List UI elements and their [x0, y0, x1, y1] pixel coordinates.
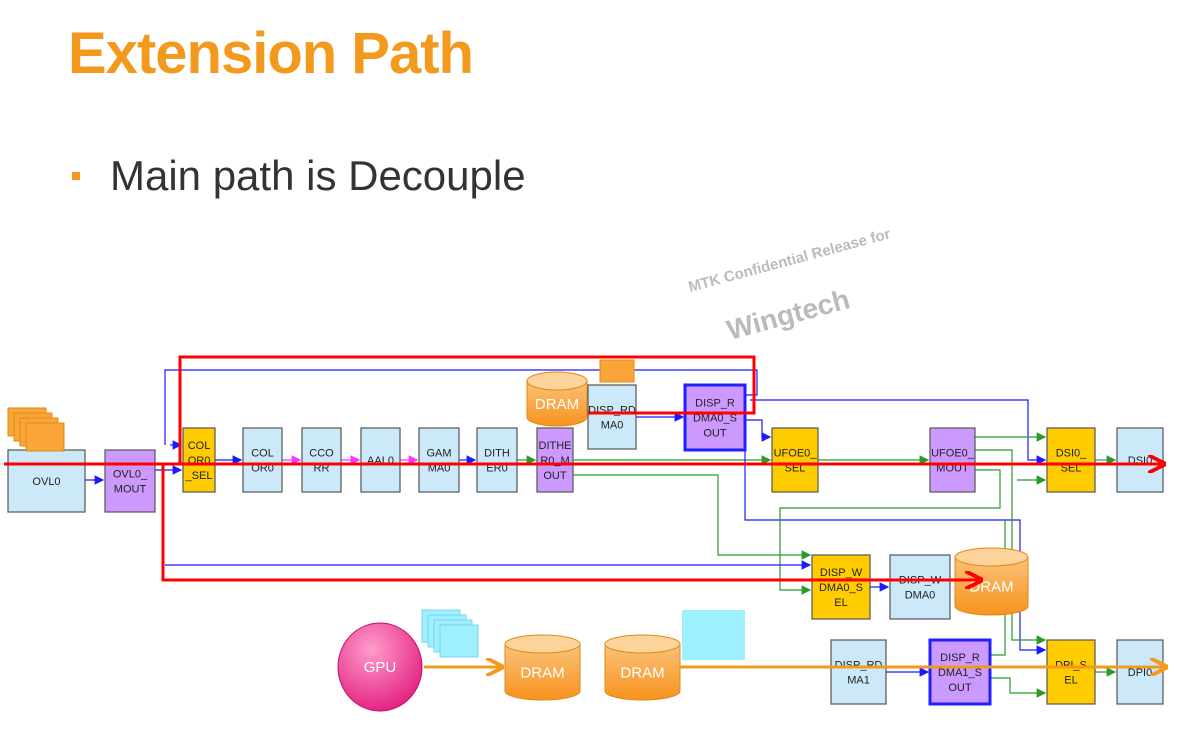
decouple-path-loop — [178, 355, 756, 464]
wire — [573, 474, 812, 560]
block-dpi0: DPI0 — [1116, 639, 1164, 705]
block-label: OUT — [703, 428, 727, 440]
wire — [745, 419, 772, 442]
block-label: DPI0 — [1128, 667, 1152, 679]
block-label: DSI0_ — [1056, 448, 1087, 460]
dram-cylinder: DRAM — [504, 634, 581, 701]
block-label: GAM — [426, 448, 451, 460]
block-label: CCO — [309, 448, 334, 460]
wire — [750, 399, 1047, 465]
highlighted-paths — [4, 355, 1165, 667]
block-aal0: AAL0 — [360, 427, 401, 493]
block-label: OUT — [948, 682, 972, 694]
block-label: DISP_RD — [588, 405, 636, 417]
block-ufoe0-sel: UFOE0_SEL — [771, 427, 819, 493]
block-dsi0-sel: DSI0_SEL — [1046, 427, 1096, 493]
buffer-icon — [682, 610, 745, 660]
block-disp-rdma0: DISP_RD MA0 — [587, 384, 637, 450]
layer-stack-icon — [7, 407, 65, 452]
block-disp-rdma1-sout: DISP_R DMA1_S OUT — [928, 638, 992, 706]
dram-label: DRAM — [620, 665, 664, 682]
block-label: UFOE0_ — [774, 448, 818, 460]
decouple-wdma-path — [4, 462, 980, 580]
block-label: _SEL — [185, 470, 213, 482]
block-label: OVL0_ — [113, 469, 148, 481]
buffer-icon — [599, 359, 635, 383]
bullet-item: Main path is Decouple — [72, 152, 526, 200]
layer-stack-icon — [421, 609, 479, 658]
block-label: COL — [251, 448, 274, 460]
wire — [744, 440, 1047, 655]
block-label: DISP_W — [820, 567, 863, 579]
wire — [990, 677, 1047, 698]
wire — [779, 469, 1001, 595]
dram-cylinder: DRAM — [604, 634, 681, 701]
block-label: EL — [834, 597, 847, 609]
dram-label: DRAM — [520, 665, 564, 682]
block-label: DISP_R — [940, 652, 980, 664]
wire — [975, 449, 1047, 645]
block-label: DMA0 — [905, 590, 936, 602]
block-label: OUT — [543, 470, 567, 482]
block-label: DMA1_S — [938, 667, 982, 679]
block-label: COL — [188, 440, 211, 452]
watermark-text: MTK Confidential Release for — [687, 225, 893, 295]
block-label: DITHE — [539, 440, 572, 452]
block-label: DMA0_S — [693, 413, 737, 425]
dram-label: DRAM — [535, 396, 579, 413]
block-disp-rdma0-sout: DISP_R DMA0_S OUT — [683, 383, 747, 452]
block-ovl0-mout: OVL0_ MOUT — [104, 449, 156, 513]
gpu-node: GPU — [337, 622, 423, 712]
gpu-label: GPU — [364, 659, 397, 676]
block-label: OVL0 — [32, 476, 60, 488]
block-ovl0: OVL0 — [7, 449, 86, 513]
block-label: DMA0_S — [819, 582, 863, 594]
block-ufoe0-mout: UFOE0_MOUT — [929, 427, 976, 493]
block-label: MA0 — [601, 420, 624, 432]
bullet-marker — [72, 172, 80, 180]
block-disp-wdma0-sel: DISP_W DMA0_S EL — [811, 554, 871, 620]
connection-wires — [85, 369, 1117, 698]
watermark-text: Wingtech — [724, 283, 853, 345]
block-label: DISP_R — [695, 398, 735, 410]
block-dsi0: DSI0 — [1116, 427, 1164, 493]
block-label: DITH — [484, 448, 510, 460]
slide-title: Extension Path — [68, 21, 474, 86]
block-label: MA1 — [847, 675, 870, 687]
block-label: UFOE0_ — [931, 448, 975, 460]
block-label: EL — [1064, 675, 1077, 687]
bullet-text: Main path is Decouple — [110, 152, 526, 199]
block-label: MOUT — [114, 484, 147, 496]
block-dpi-sel: DPI_SEL — [1046, 639, 1096, 705]
dram-cylinder: DRAM — [526, 371, 588, 427]
